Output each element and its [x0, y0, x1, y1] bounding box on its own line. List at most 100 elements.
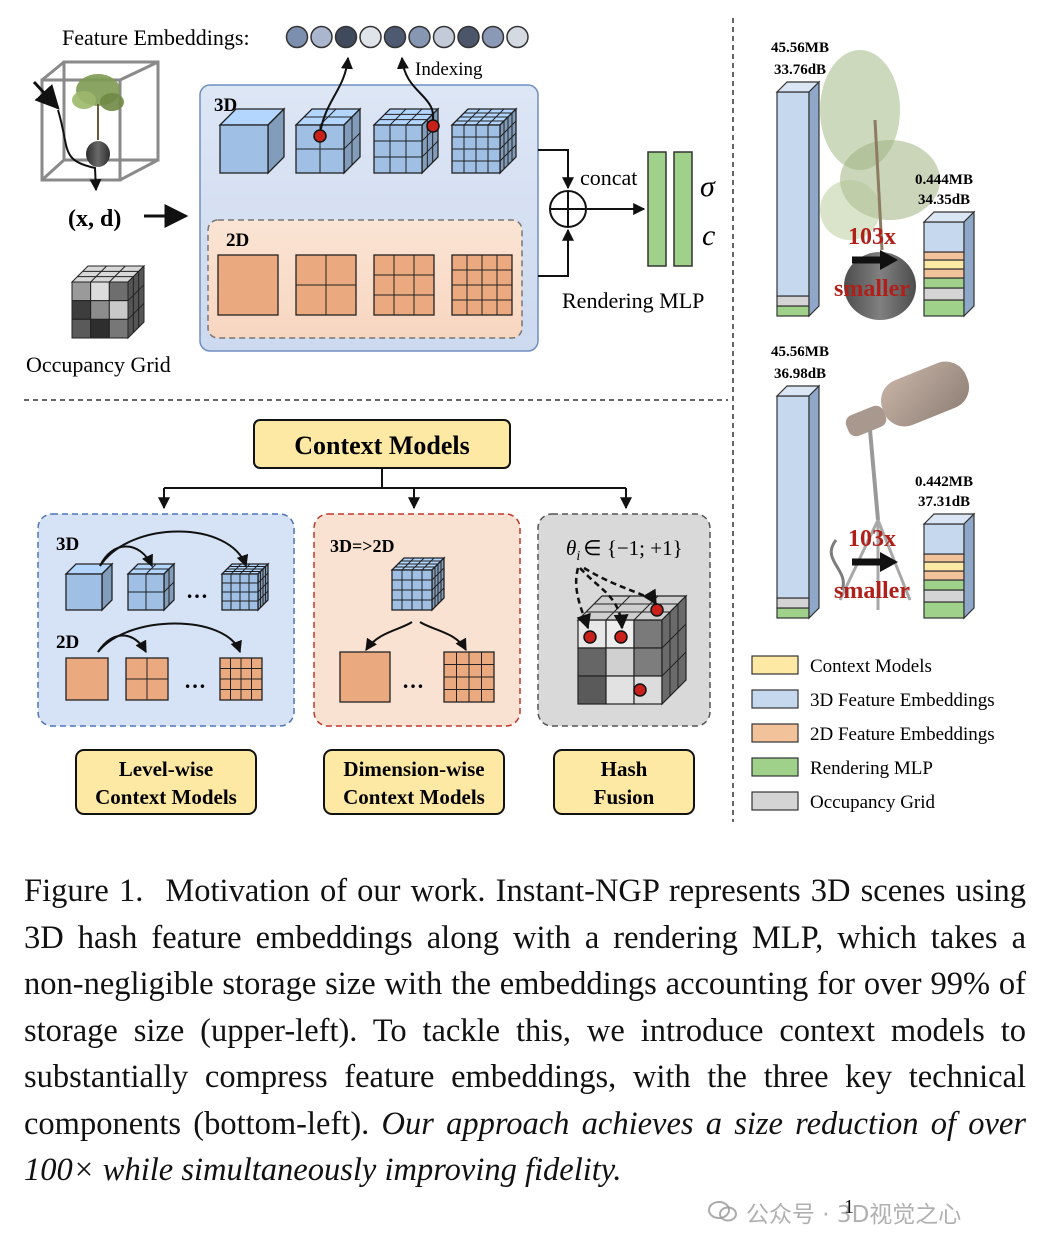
mic-ours-size: 0.442MB [915, 474, 973, 490]
hash-collision-dot [650, 603, 664, 617]
wechat-icon [708, 1201, 737, 1222]
feature-embeddings-label: Feature Embeddings: [62, 25, 250, 50]
level-wise-cubes [64, 562, 270, 701]
hash-collision-dot [633, 683, 647, 697]
bar-segment [923, 553, 965, 563]
figure-caption: Figure 1.Motivation of our work. Instant… [24, 868, 1026, 1194]
embedding-dot [383, 25, 407, 49]
plant-ours-psnr: 34.35dB [918, 192, 970, 208]
legend-label: 2D Feature Embeddings [810, 724, 995, 745]
target-square-1 [339, 651, 391, 703]
sample-point-dot [313, 129, 327, 143]
dimension-wise-label: 3D=>2D [330, 536, 395, 556]
bar-segment [776, 295, 810, 307]
plant-thumbnail [72, 74, 124, 167]
legend-swatch [751, 791, 799, 811]
legend-label: Context Models [810, 656, 932, 677]
level-square-1 [65, 657, 109, 701]
bar-segment [923, 277, 965, 289]
embedding-dot [285, 25, 309, 49]
plant-ours-bar [922, 210, 976, 318]
figure-canvas: Feature Embeddings: Indexing (x, d) [24, 18, 995, 822]
plant-baseline-psnr: 33.76dB [774, 62, 826, 78]
plant-ours-size: 0.444MB [915, 172, 973, 188]
legend-label: Rendering MLP [810, 758, 933, 779]
color-output: c [702, 219, 715, 252]
label-2d: 2D [226, 230, 249, 251]
hash-collision-dot [614, 630, 628, 644]
level-wise-3d-label: 3D [56, 534, 79, 555]
level-wise-2d-label: 2D [56, 632, 79, 653]
feature-embedding-dots [285, 25, 529, 49]
plane-level-4 [451, 254, 513, 316]
level-cube-2 [126, 562, 176, 612]
bar-segment [923, 221, 965, 253]
hash-fusion-formula: θi∈ {−1; +1} [566, 536, 683, 564]
legend-label: Occupancy Grid [810, 792, 936, 813]
legend: Context Models 3D Feature Embeddings 2D Fe… [751, 655, 995, 813]
mlp-layer [647, 151, 667, 267]
hash-grid-level-3 [372, 107, 440, 175]
dimension-wise-shapes [339, 556, 495, 703]
level-wise-title-line2: Context Models [95, 785, 237, 809]
scene-bounding-box [32, 60, 160, 192]
level-wise-title-line1: Level-wise [119, 757, 213, 781]
hash-fusion-cube [576, 594, 688, 706]
hash-fusion-title-line1: Hash [601, 757, 648, 781]
bar-segment [776, 597, 810, 609]
plant-baseline-size: 45.56MB [771, 40, 829, 56]
plant-ratio-word: smaller [834, 276, 910, 302]
mic-ours-bar [922, 512, 976, 620]
context-models-title: Context Models [294, 431, 469, 460]
source-cube [390, 556, 446, 612]
sample-point-dot [426, 119, 440, 133]
bar-segment [776, 305, 810, 317]
2d-subpanel [207, 219, 523, 339]
label-3d: 3D [214, 95, 237, 116]
context-models-section: Context Models 3D 2D … … 3D=>2D … θi∈ {−… [37, 419, 711, 815]
plane-level-2 [295, 254, 357, 316]
bar-segment [923, 601, 965, 619]
mic-baseline-bar [775, 384, 821, 620]
level-square-2 [125, 657, 169, 701]
legend-swatch [751, 723, 799, 743]
indexing-label: Indexing [415, 59, 483, 80]
bar-segment [923, 287, 965, 301]
dimension-wise-title-box [323, 749, 505, 815]
storage-comparison: 45.56MB 33.76dB 0.444MB 34.35dB 103x sma… [751, 40, 995, 813]
mic-ratio-word: smaller [834, 578, 910, 604]
plant-render [820, 50, 940, 320]
hash-grid-level-4 [450, 107, 518, 175]
sigma-output: σ [700, 170, 716, 203]
bar-segment [923, 523, 965, 555]
ellipsis: … [186, 578, 208, 603]
bar-segment [923, 259, 965, 270]
ellipsis: … [184, 668, 206, 693]
level-wise-title-box [75, 749, 257, 815]
embedding-dot [310, 25, 333, 49]
bar-segment [776, 91, 810, 297]
embedding-dot [408, 25, 431, 49]
rendering-mlp-label: Rendering MLP [562, 288, 704, 313]
target-square-n [443, 651, 495, 703]
legend-swatch [751, 757, 799, 777]
hash-grid-level-1 [218, 107, 286, 175]
bar-segment [776, 607, 810, 619]
embedding-dot [457, 25, 480, 49]
caption-text: Motivation of our work. Instant-NGP repr… [24, 873, 1027, 1142]
3d-hash-grid-levels [218, 107, 518, 175]
legend-label: 3D Feature Embeddings [810, 690, 995, 711]
figure-label: Figure 1. [24, 873, 144, 909]
legend-swatch [751, 689, 799, 709]
embedding-dot [506, 25, 529, 49]
embedding-dot [481, 25, 505, 49]
mic-baseline-size: 45.56MB [771, 344, 829, 360]
plant-ratio: 103x [848, 224, 896, 250]
bar-segment [923, 251, 965, 261]
occupancy-grid-label: Occupancy Grid [26, 352, 171, 377]
mic-ours-psnr: 37.31dB [918, 494, 970, 510]
plane-level-1 [217, 254, 279, 316]
ellipsis: … [402, 668, 424, 693]
bar-segment [923, 579, 965, 591]
bar-segment [923, 589, 965, 603]
